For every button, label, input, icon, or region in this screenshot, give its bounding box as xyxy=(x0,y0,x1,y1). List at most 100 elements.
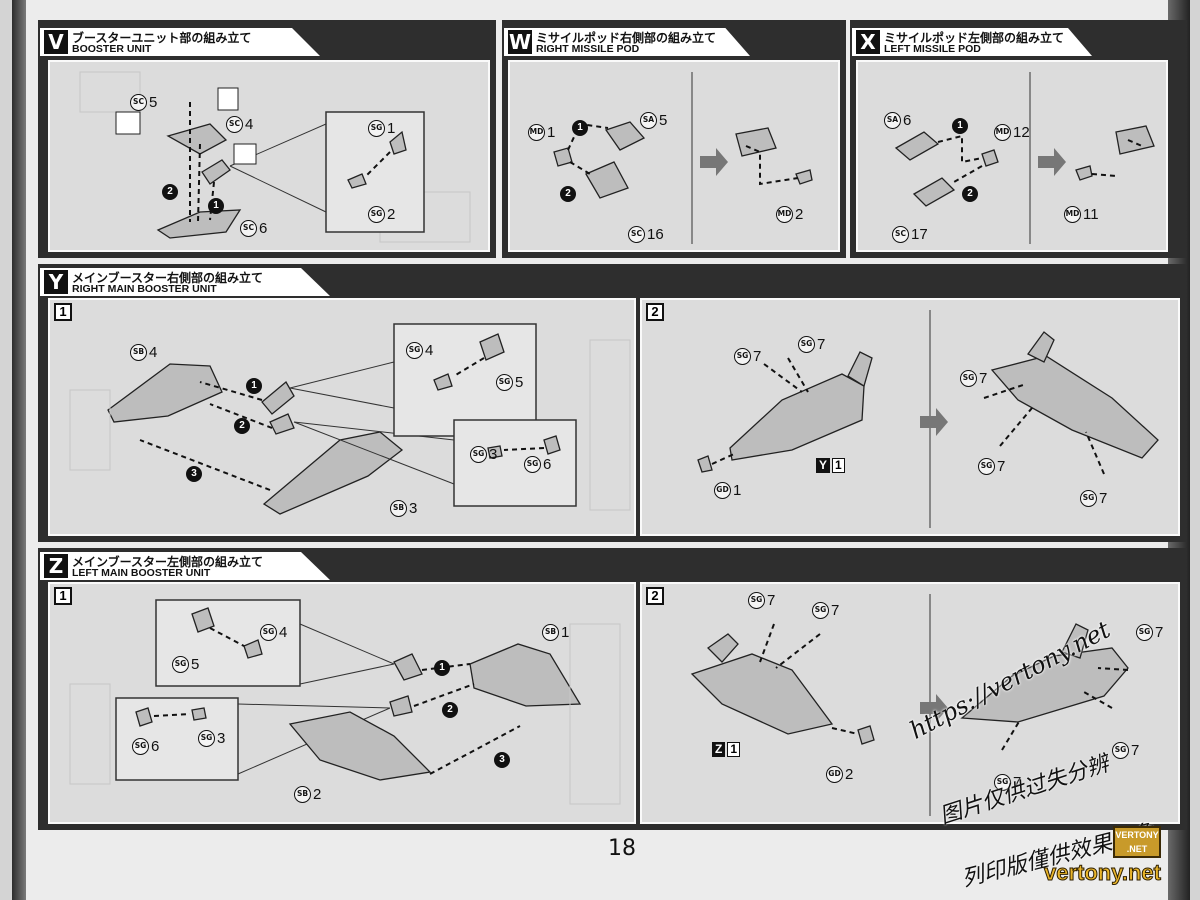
step-1-label: 1 xyxy=(54,587,72,605)
step-2-label: 2 xyxy=(646,587,664,605)
section-y-step2-drawing xyxy=(697,310,1159,528)
section-w-title-jp: ミサイルポッド右側部の組み立て xyxy=(536,31,717,45)
section-v-letter: V xyxy=(44,30,68,54)
section-z-title-jp: メインブースター左側部の組み立て xyxy=(72,555,264,569)
order-marker-2: 2 xyxy=(162,184,178,200)
order-marker-2: 2 xyxy=(442,702,458,718)
section-x-title-jp: ミサイルポッド左側部の組み立て xyxy=(884,31,1065,45)
section-w-title-en: RIGHT MISSILE POD xyxy=(536,43,640,55)
section-y: Y メインブースター右側部の組み立て RIGHT MAIN BOOSTER UN… xyxy=(38,264,1186,542)
section-x-header: X ミサイルポッド左側部の組み立て LEFT MISSILE POD xyxy=(852,28,1092,56)
section-v-drawing xyxy=(79,71,471,243)
section-z-title-en: LEFT MAIN BOOSTER UNIT xyxy=(72,567,211,579)
order-marker-3: 3 xyxy=(186,466,202,482)
section-w-drawing xyxy=(553,72,813,244)
section-x-title-en: LEFT MISSILE POD xyxy=(884,43,981,55)
section-y-title-jp: メインブースター右側部の組み立て xyxy=(72,271,264,285)
runner-sc: SC xyxy=(130,94,147,111)
section-w-letter: W xyxy=(508,30,532,54)
section-w-header: W ミサイルポッド右側部の組み立て RIGHT MISSILE POD xyxy=(504,28,750,56)
section-z: Z メインブースター左側部の組み立て LEFT MAIN BOOSTER UNI… xyxy=(38,548,1186,830)
section-y-letter: Y xyxy=(44,270,68,294)
section-z-step1-drawing xyxy=(69,599,621,805)
order-marker-2: 2 xyxy=(234,418,250,434)
section-v-title-jp: ブースターユニット部の組み立て xyxy=(72,31,252,45)
watermark-site: vertony.net xyxy=(1044,860,1162,886)
order-marker-1: 1 xyxy=(952,118,968,134)
section-y-step1-drawing xyxy=(69,323,631,515)
order-marker-1: 1 xyxy=(572,120,588,136)
section-x-letter: X xyxy=(856,30,880,54)
order-marker-3: 3 xyxy=(494,752,510,768)
page-number: 18 xyxy=(608,836,636,861)
order-marker-1: 1 xyxy=(208,198,224,214)
section-z-step2-drawing xyxy=(690,594,1129,816)
section-z-letter: Z xyxy=(44,554,68,578)
section-z-header: Z メインブースター左側部の組み立て LEFT MAIN BOOSTER UNI… xyxy=(40,552,330,580)
order-marker-1: 1 xyxy=(246,378,262,394)
order-marker-1: 1 xyxy=(434,660,450,676)
section-y-header: Y メインブースター右側部の組み立て RIGHT MAIN BOOSTER UN… xyxy=(40,268,330,296)
watermark-logo: VERTONY.NET xyxy=(1113,826,1161,858)
page-spine-left xyxy=(12,0,26,900)
section-v-title-en: BOOSTER UNIT xyxy=(72,43,152,55)
section-y-title-en: RIGHT MAIN BOOSTER UNIT xyxy=(72,283,217,295)
step-2-label: 2 xyxy=(646,303,664,321)
step-1-label: 1 xyxy=(54,303,72,321)
order-marker-2: 2 xyxy=(560,186,576,202)
section-x-drawing xyxy=(894,72,1155,244)
section-v-header: V ブースターユニット部の組み立て BOOSTER UNIT xyxy=(40,28,320,56)
order-marker-2: 2 xyxy=(962,186,978,202)
